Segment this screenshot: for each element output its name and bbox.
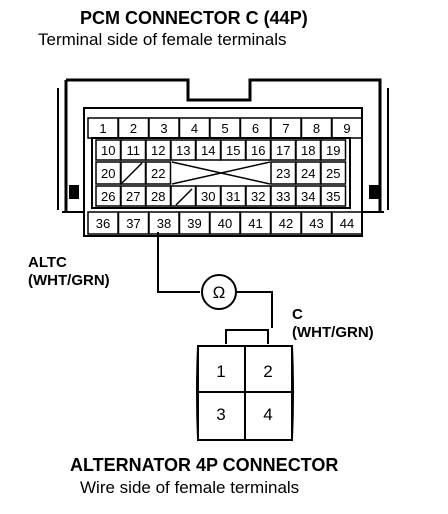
terminal-number: 41 xyxy=(248,216,262,231)
terminal-number: 28 xyxy=(151,189,165,204)
c-wire-color: (WHT/GRN) xyxy=(292,324,374,341)
terminal-number: 16 xyxy=(251,143,265,158)
alternator-terminal-number: 4 xyxy=(263,405,272,424)
terminal-number: 24 xyxy=(301,166,315,181)
terminal-number: 13 xyxy=(176,143,190,158)
altc-wire-color: (WHT/GRN) xyxy=(28,272,110,289)
alternator-connector-housing xyxy=(196,329,294,441)
alternator-terminal-number: 2 xyxy=(263,362,272,381)
ohm-icon: Ω xyxy=(213,283,226,302)
terminal-number: 44 xyxy=(340,216,354,231)
terminal-number: 6 xyxy=(252,121,259,136)
terminal-number: 3 xyxy=(160,121,167,136)
cavity-29-blank xyxy=(175,188,193,206)
alternator-terminal-number: 3 xyxy=(216,405,225,424)
terminal-number: 18 xyxy=(301,143,315,158)
terminal-cavity xyxy=(320,185,347,207)
terminal-number: 26 xyxy=(101,189,115,204)
terminal-number: 11 xyxy=(127,143,141,158)
terminal-number: 30 xyxy=(201,189,215,204)
pcm-connector-subtitle: Terminal side of female terminals xyxy=(38,30,287,49)
pcm-connector-housing xyxy=(64,78,382,212)
terminal-cavity xyxy=(331,117,363,139)
terminal-number: 25 xyxy=(326,166,340,181)
altc-wire-name: ALTC xyxy=(28,254,67,271)
pcm-left-latch xyxy=(69,185,79,199)
terminal-number: 1 xyxy=(99,121,106,136)
terminal-number: 23 xyxy=(276,166,290,181)
terminal-number: 37 xyxy=(126,216,140,231)
terminal-number: 42 xyxy=(279,216,293,231)
terminal-number: 19 xyxy=(326,143,340,158)
terminal-number: 15 xyxy=(226,143,240,158)
terminal-number: 20 xyxy=(101,166,115,181)
terminal-cavity xyxy=(320,161,347,185)
terminal-number: 39 xyxy=(187,216,201,231)
terminal-number: 35 xyxy=(326,189,340,204)
terminal-cavity xyxy=(320,139,347,161)
terminal-number: 9 xyxy=(343,121,350,136)
c-wire-label: C (WHT/GRN) xyxy=(292,306,374,342)
altc-wire xyxy=(157,232,200,293)
alternator-connector-title: ALTERNATOR 4P CONNECTOR xyxy=(70,455,339,475)
terminal-number: 32 xyxy=(251,189,265,204)
terminal-number: 10 xyxy=(101,143,115,158)
terminal-number: 34 xyxy=(301,189,315,204)
terminal-number: 22 xyxy=(151,166,165,181)
terminal-number: 4 xyxy=(191,121,198,136)
terminal-number: 12 xyxy=(151,143,165,158)
terminal-number: 14 xyxy=(201,143,215,158)
alternator-connector-subtitle: Wire side of female terminals xyxy=(80,478,300,497)
terminal-number: 40 xyxy=(218,216,232,231)
c-wire xyxy=(236,291,273,328)
terminal-number: 36 xyxy=(96,216,110,231)
terminal-number: 7 xyxy=(282,121,289,136)
pcm-connector-title: PCM CONNECTOR C (44P) xyxy=(80,8,308,28)
terminal-cavity xyxy=(331,211,363,235)
alternator-terminal-number: 1 xyxy=(216,362,225,381)
c-wire-name: C xyxy=(292,306,303,323)
pcm-right-latch xyxy=(369,185,379,199)
terminal-number: 8 xyxy=(313,121,320,136)
terminal-number: 38 xyxy=(157,216,171,231)
terminal-number: 33 xyxy=(276,189,290,204)
terminal-cavity xyxy=(145,161,172,185)
terminal-number: 43 xyxy=(309,216,323,231)
terminal-number: 17 xyxy=(276,143,290,158)
terminal-number: 2 xyxy=(130,121,137,136)
terminal-number: 5 xyxy=(221,121,228,136)
cavity-21-blank xyxy=(121,162,143,184)
terminal-number: 27 xyxy=(126,189,140,204)
altc-wire-label: ALTC (WHT/GRN) xyxy=(28,254,110,290)
terminal-number: 31 xyxy=(226,189,240,204)
